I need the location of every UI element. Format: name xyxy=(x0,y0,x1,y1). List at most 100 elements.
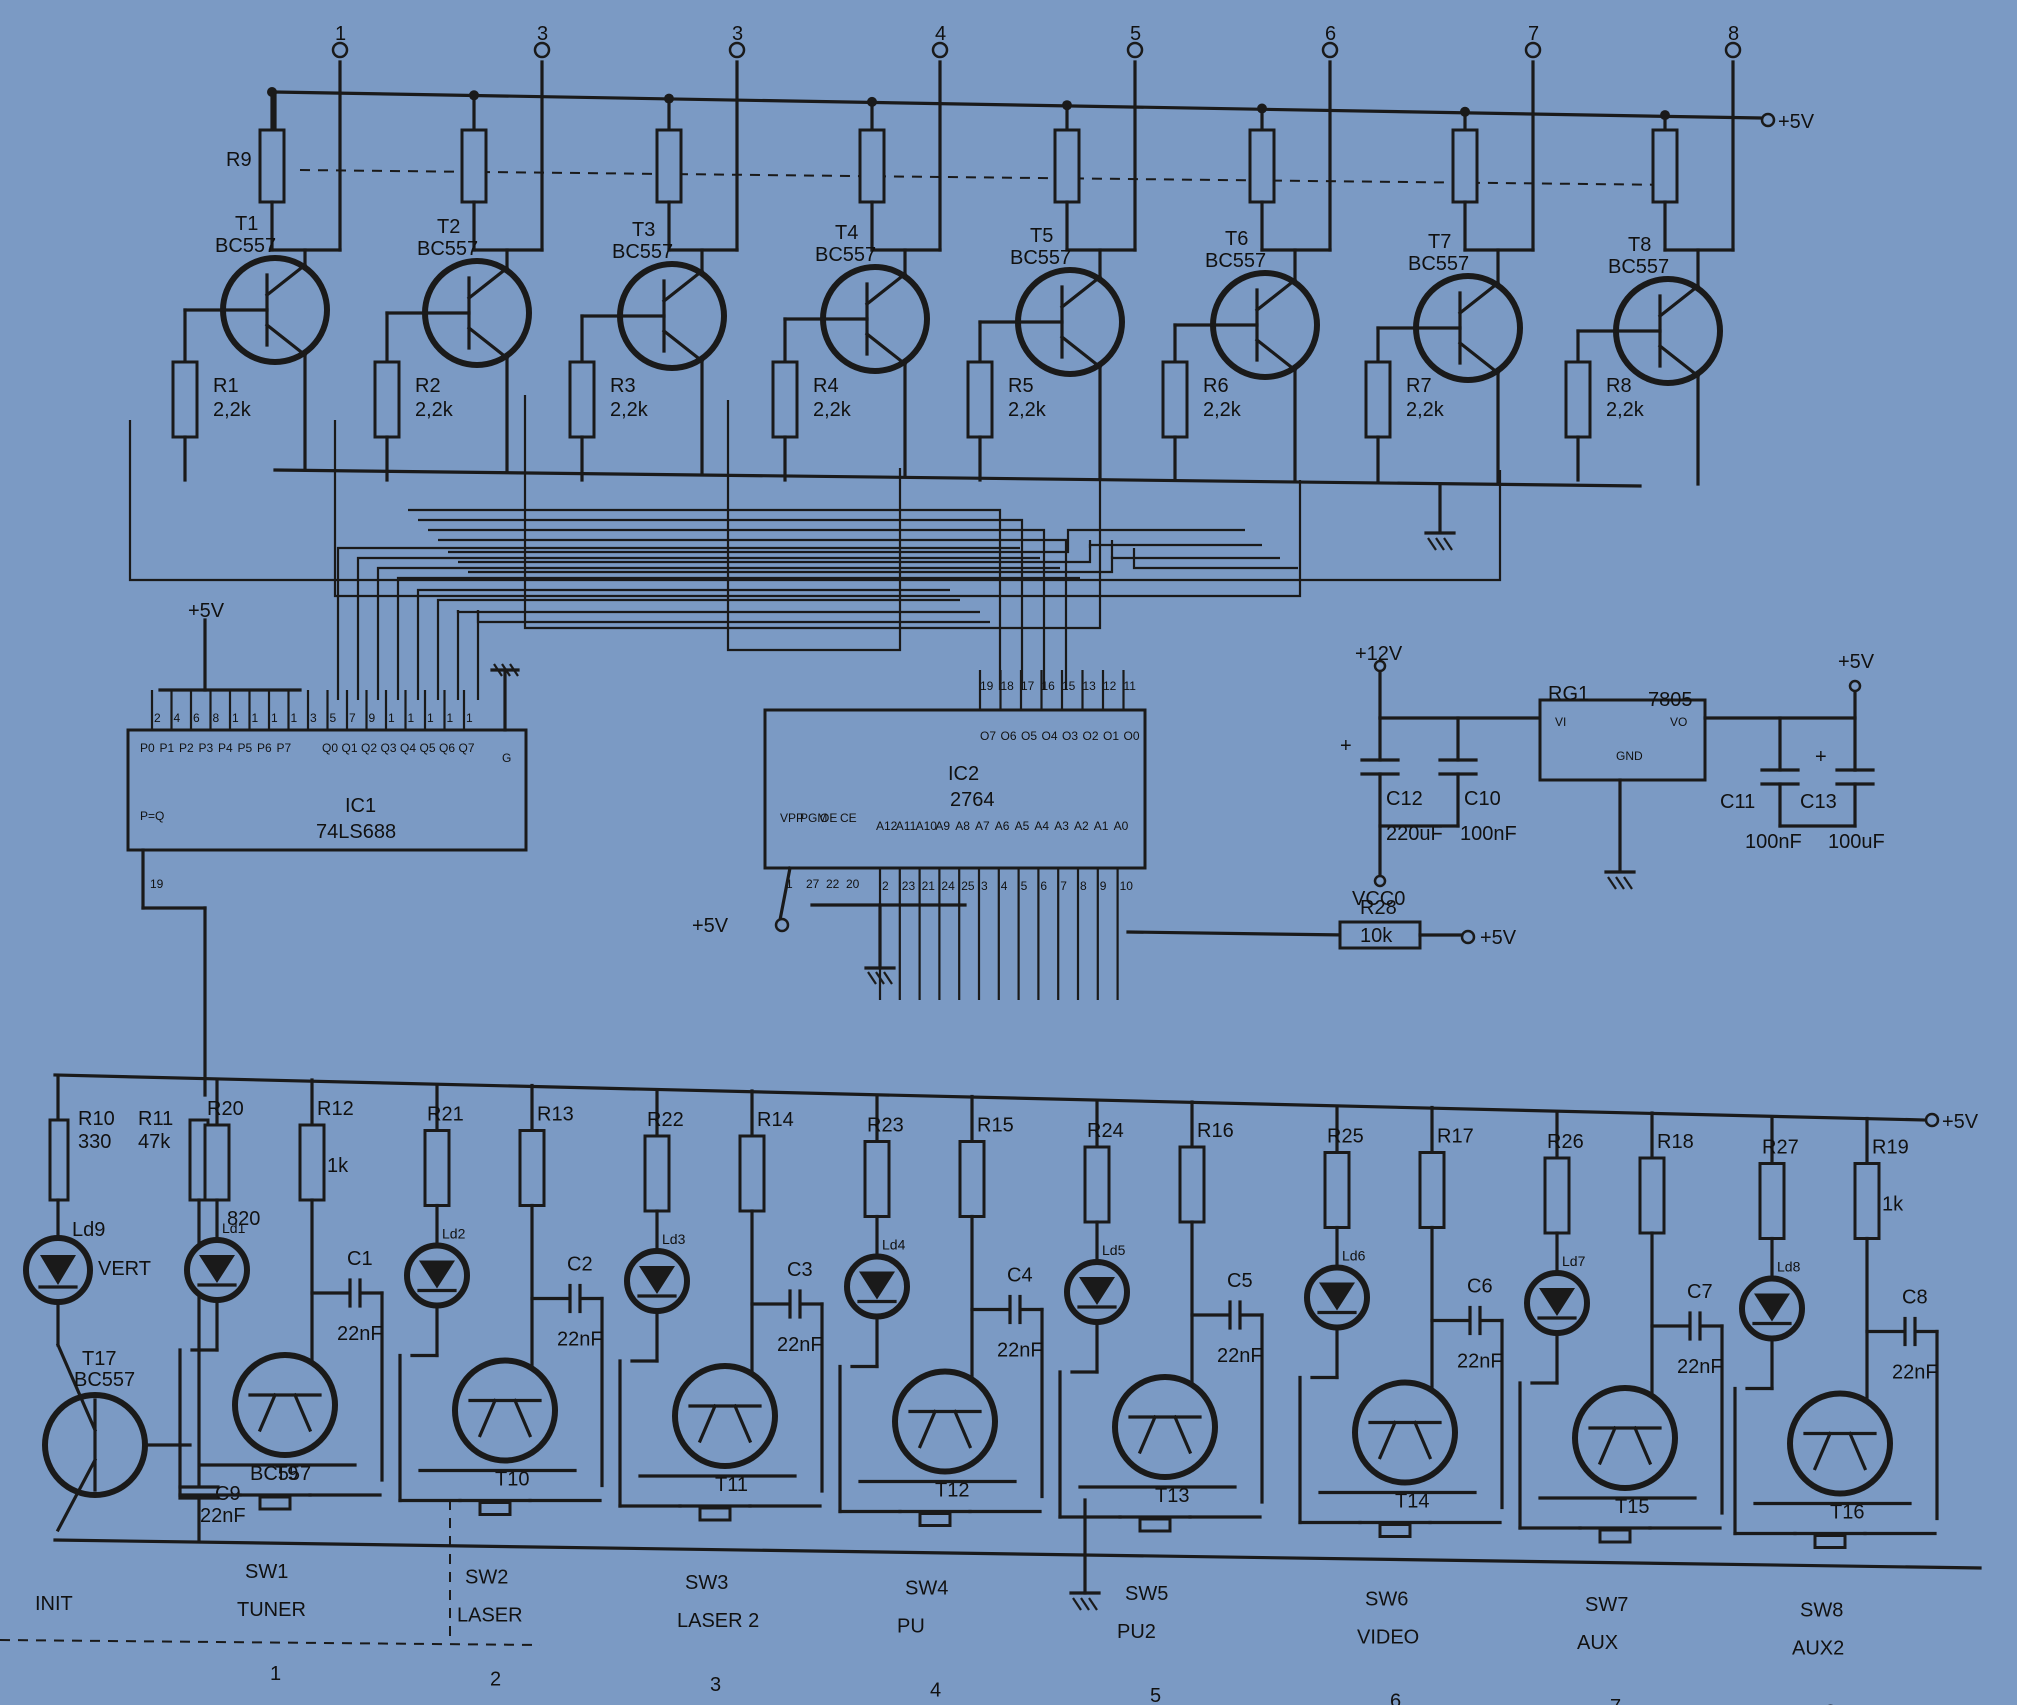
collector-resistor xyxy=(958,1140,986,1218)
data-bus-lines xyxy=(128,395,1502,700)
ic2-output-pin: 13 xyxy=(1083,679,1097,693)
led-resistor xyxy=(1543,1156,1571,1235)
switch-transistor-name: T15 xyxy=(1615,1496,1649,1518)
c11-value: 100nF xyxy=(1745,831,1802,853)
transistor-type: BC557 xyxy=(1205,250,1266,272)
p5v-terminal xyxy=(1760,112,1776,128)
led-resistor xyxy=(423,1129,451,1207)
led-resistor-name: R20 xyxy=(207,1098,244,1120)
coupling-cap-name: C3 xyxy=(787,1259,813,1281)
coupling-cap-name: C6 xyxy=(1467,1276,1493,1298)
top-terminal-number: 8 xyxy=(1728,23,1739,45)
channel-number: 5 xyxy=(1150,1685,1161,1705)
base-resistor xyxy=(1161,360,1189,439)
switch-transistor-name: T11 xyxy=(715,1474,748,1496)
transistor-type: BC557 xyxy=(815,244,876,266)
collector-resistor-name: R13 xyxy=(537,1104,574,1126)
collector-resistor-name: R15 xyxy=(977,1115,1014,1137)
led-name: Ld8 xyxy=(1777,1259,1801,1275)
ic2-control-label: OE xyxy=(820,811,837,825)
ic1-q-pin-label: Q3 xyxy=(381,741,397,755)
ic1-p-pin-label: P2 xyxy=(179,741,194,755)
ic1-p-pin-label: P5 xyxy=(238,741,253,755)
collector-resistor xyxy=(738,1134,766,1213)
base-resistor-name: R1 xyxy=(213,375,239,397)
top-terminal-number: 3 xyxy=(732,23,743,45)
pullup-resistor xyxy=(1053,128,1081,204)
transistor-name: T3 xyxy=(632,219,655,241)
transistor-name: T8 xyxy=(1628,234,1651,256)
ic2-output-label: O2 xyxy=(1083,729,1099,743)
led-resistor xyxy=(863,1140,891,1218)
ic2-address-pin: 21 xyxy=(922,879,936,893)
coupling-cap-name: C2 xyxy=(567,1254,593,1276)
ic2-address-label: A3 xyxy=(1054,819,1069,833)
ic2-control-label: VPP xyxy=(780,811,804,825)
ic1-pin-number: 1 xyxy=(252,711,259,725)
ic2-address-pin: 10 xyxy=(1120,879,1134,893)
top-terminal xyxy=(1724,41,1742,59)
ic1-peq-pin: 19 xyxy=(150,877,164,891)
ic1-pin-number: 3 xyxy=(310,711,317,725)
ic2-output-pin: 17 xyxy=(1021,679,1035,693)
ic2-control-label: PGM xyxy=(800,811,827,825)
coupling-cap-name: C8 xyxy=(1902,1287,1928,1309)
channel-name: PU xyxy=(897,1616,925,1638)
led-resistor-name: R21 xyxy=(427,1104,464,1126)
coupling-cap-value: 22nF xyxy=(1677,1356,1723,1378)
coupling-cap-name: C4 xyxy=(1007,1265,1033,1287)
ic2-output-pin: 12 xyxy=(1103,679,1117,693)
top-terminal xyxy=(331,41,349,59)
transistor-type: BC557 xyxy=(215,235,276,257)
ic2-control-pin: 22 xyxy=(826,877,840,891)
top-terminal-number: 5 xyxy=(1130,23,1141,45)
led-name: Ld7 xyxy=(1562,1253,1586,1269)
base-resistor-value: 2,2k xyxy=(1203,399,1242,421)
ic1-p-pin-label: P4 xyxy=(218,741,233,755)
base-resistor-name: R4 xyxy=(813,375,839,397)
transistor-name: T1 xyxy=(235,213,258,235)
top-terminal xyxy=(931,41,949,59)
switch-transistor-name: T14 xyxy=(1395,1491,1429,1513)
ic1-peq-label: P=Q xyxy=(140,809,164,823)
ic2-output-pin: 16 xyxy=(1042,679,1056,693)
ic1-p-pin-label: P7 xyxy=(277,741,292,755)
ic1-pin-number: 7 xyxy=(349,711,356,725)
base-resistor-name: R6 xyxy=(1203,375,1229,397)
p5v-reg-label: +5V xyxy=(1838,651,1875,673)
ic2-2764: IC2 2764 O719O618O517O416O315O213O112O01… xyxy=(692,670,1517,1000)
top-terminal xyxy=(1524,41,1542,59)
collector-resistor xyxy=(1638,1156,1666,1235)
c13-value: 100uF xyxy=(1828,831,1885,853)
pullup-resistor xyxy=(258,128,286,204)
r28-value: 10k xyxy=(1360,925,1393,947)
r9-label: R9 xyxy=(226,149,252,171)
ic2-control-pin: 1 xyxy=(786,877,793,891)
base-resistor xyxy=(966,360,994,439)
ic2-address-label: A4 xyxy=(1034,819,1049,833)
pullup-resistor xyxy=(655,128,683,204)
ic1-q-pin-label: Q0 xyxy=(322,741,338,755)
led-name: Ld6 xyxy=(1342,1248,1366,1264)
switch-name: SW8 xyxy=(1800,1600,1843,1622)
ic1-p-pin-label: P0 xyxy=(140,741,155,755)
ic2-address-pin: 3 xyxy=(981,879,988,893)
ic2-address-label: A2 xyxy=(1074,819,1089,833)
ic2-address-pin: 5 xyxy=(1021,879,1028,893)
ic2-output-pin: 11 xyxy=(1124,679,1137,693)
switch-transistor xyxy=(1112,1374,1218,1480)
led-resistor xyxy=(1758,1162,1786,1240)
ic2-output-pin: 18 xyxy=(1001,679,1015,693)
coupling-cap-value: 22nF xyxy=(1457,1351,1503,1373)
led-resistor xyxy=(1323,1151,1351,1229)
r10-value: 330 xyxy=(78,1131,111,1153)
ic2-address-label: A12 xyxy=(876,819,898,833)
pullup-resistor xyxy=(1451,128,1479,204)
c12-value: 220uF xyxy=(1386,823,1443,845)
ic1-q-pin-label: Q4 xyxy=(400,741,416,755)
c13-name: C13 xyxy=(1800,791,1837,813)
ic1-pin-number: 1 xyxy=(466,711,473,725)
ic2-part: 2764 xyxy=(950,789,995,811)
collector-resistor xyxy=(518,1129,546,1207)
